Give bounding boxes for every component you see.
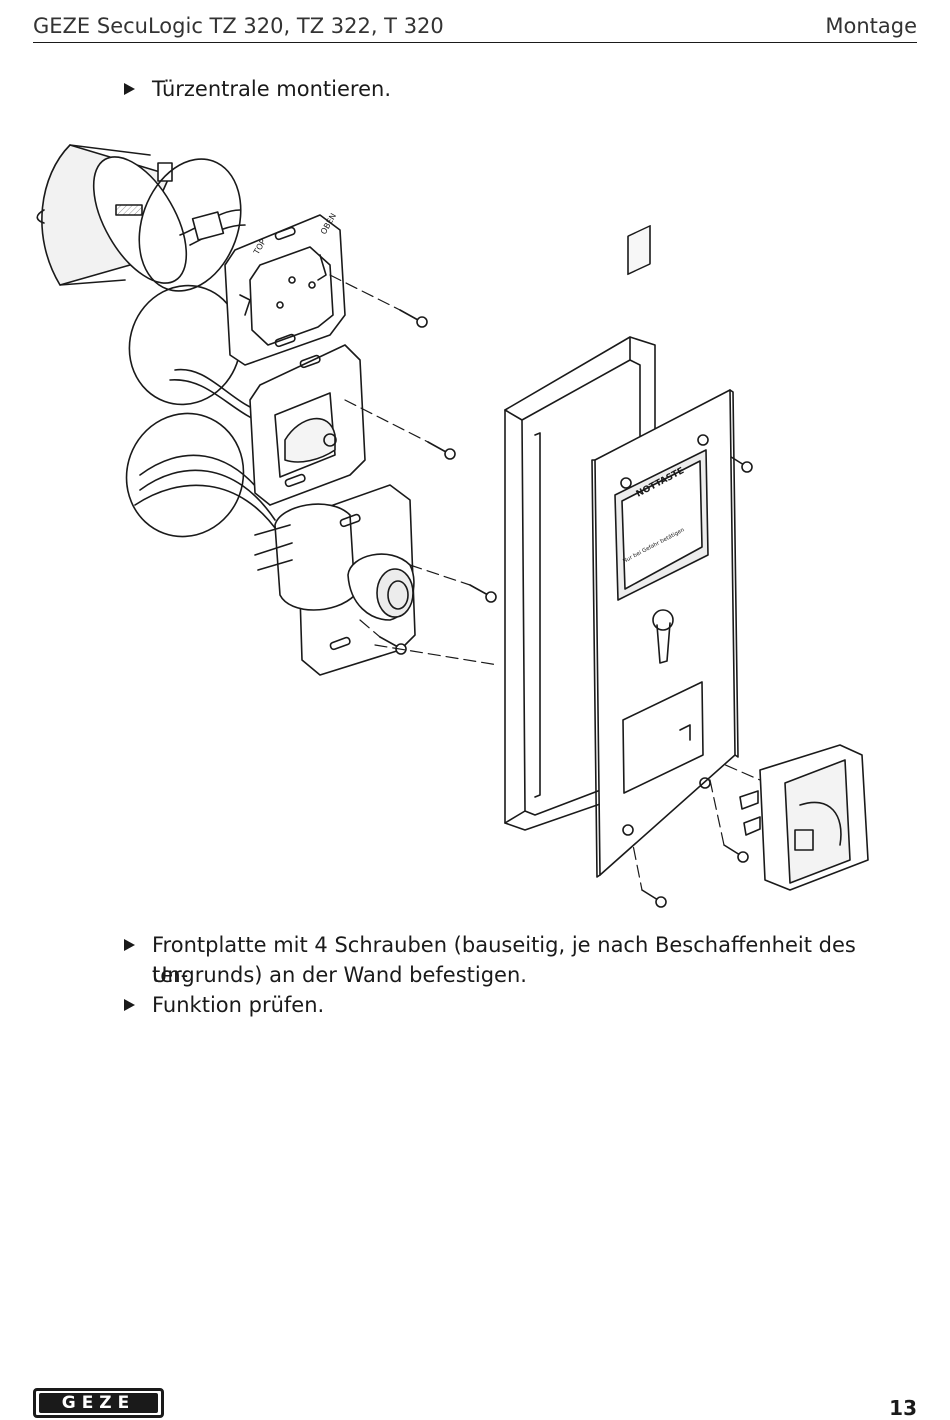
instruction-step: Frontplatte mit 4 Schrauben (bauseitig, … <box>124 930 892 990</box>
assembly-illustration: TOP OBEN <box>36 144 869 908</box>
page-number: 13 <box>889 1396 917 1420</box>
document-title: GEZE SecuLogic TZ 320, TZ 322, T 320 <box>33 14 444 38</box>
geze-logo: GEZE <box>33 1388 164 1418</box>
step-text: Türzentrale montieren. <box>152 77 391 101</box>
instruction-step: Funktion prüfen. <box>124 990 892 1020</box>
screw-icon <box>723 844 749 863</box>
bullet-arrow-icon <box>124 939 135 951</box>
screw-icon <box>427 441 456 460</box>
insert-module-top <box>224 214 346 366</box>
bullet-arrow-icon <box>124 999 135 1011</box>
front-plate <box>591 225 739 878</box>
step-text: Funktion prüfen. <box>152 993 325 1017</box>
mounting-rings <box>125 158 281 538</box>
instruction-step-continuation: tergrunds) an der Wand befestigen. <box>124 960 892 990</box>
section-title: Montage <box>825 14 917 38</box>
insert-module-lock <box>249 344 366 506</box>
logo-inner: GEZE <box>39 1393 158 1413</box>
end-module <box>739 744 869 891</box>
insert-module-button <box>254 484 416 676</box>
page-header: GEZE SecuLogic TZ 320, TZ 322, T 320 Mon… <box>33 12 917 43</box>
step-text: Frontplatte mit 4 Schrauben (bauseitig, … <box>152 933 856 987</box>
screw-icon <box>399 309 428 328</box>
flush-box <box>36 144 188 286</box>
step-text: tergrunds) an der Wand befestigen. <box>152 963 527 987</box>
bullet-arrow-icon <box>124 83 135 95</box>
logo-text: GEZE <box>61 1393 136 1413</box>
screw-icon <box>641 889 667 908</box>
instruction-step: Türzentrale montieren. <box>124 74 892 104</box>
screw-icon <box>469 584 497 603</box>
